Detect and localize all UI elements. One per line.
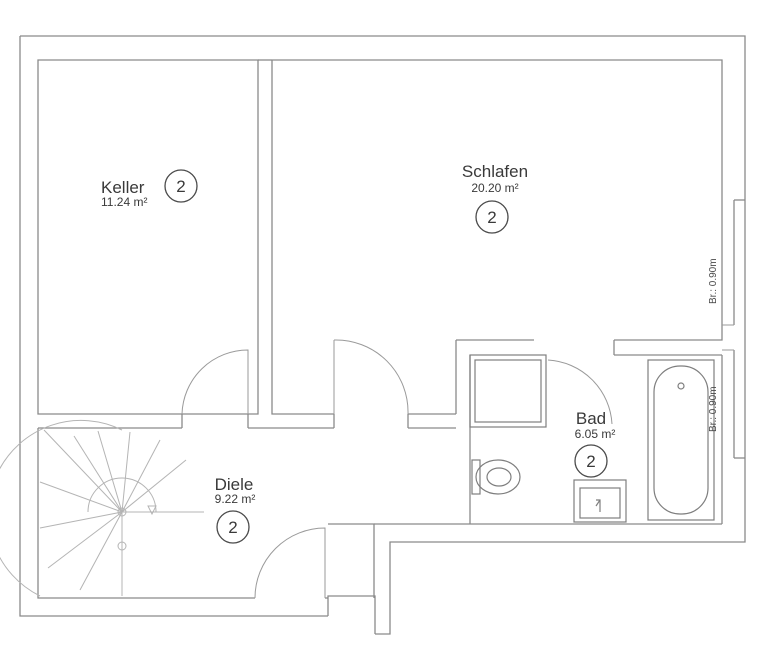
spiral-staircase	[0, 419, 204, 597]
room-diele: Diele 9.22 m² 2	[215, 475, 256, 544]
room-badge-diele	[216, 510, 250, 544]
room-name-diele: Diele	[215, 475, 254, 494]
room-name-schlafen: Schlafen	[462, 162, 528, 181]
window-width-label: Br.: 0.90m	[708, 386, 719, 432]
window-labels: Br.: 0.90m Br.: 0.90m	[708, 258, 719, 432]
room-name-keller: Keller	[101, 178, 145, 197]
room-schlafen: Schlafen 20.20 m² 2	[462, 162, 528, 234]
washbasin	[573, 479, 627, 523]
bathtub	[647, 359, 715, 521]
room-badge-text-bad: 2	[586, 452, 595, 471]
room-badge-text-schlafen: 2	[487, 208, 496, 227]
interior-walls	[37, 59, 734, 599]
room-badge-schlafen	[475, 200, 509, 234]
room-name-bad: Bad	[576, 409, 606, 428]
bathroom-fixtures	[469, 354, 715, 523]
room-area-bad: 6.05 m²	[575, 427, 616, 441]
shower-tray	[469, 354, 547, 428]
room-badge-text-keller: 2	[176, 177, 185, 196]
room-badge-text-diele: 2	[228, 518, 237, 537]
window-width-label: Br.: 0.90m	[708, 258, 719, 304]
room-keller: Keller 11.24 m² 2	[101, 169, 198, 209]
toilet	[471, 459, 521, 495]
room-bad: Bad 6.05 m² 2	[574, 409, 616, 478]
room-area-diele: 9.22 m²	[215, 492, 256, 506]
room-badge-bad	[574, 444, 608, 478]
room-area-keller: 11.24 m²	[101, 195, 147, 209]
outer-walls	[19, 35, 746, 635]
room-badge-keller	[164, 169, 198, 203]
room-area-schlafen: 20.20 m²	[471, 181, 518, 195]
